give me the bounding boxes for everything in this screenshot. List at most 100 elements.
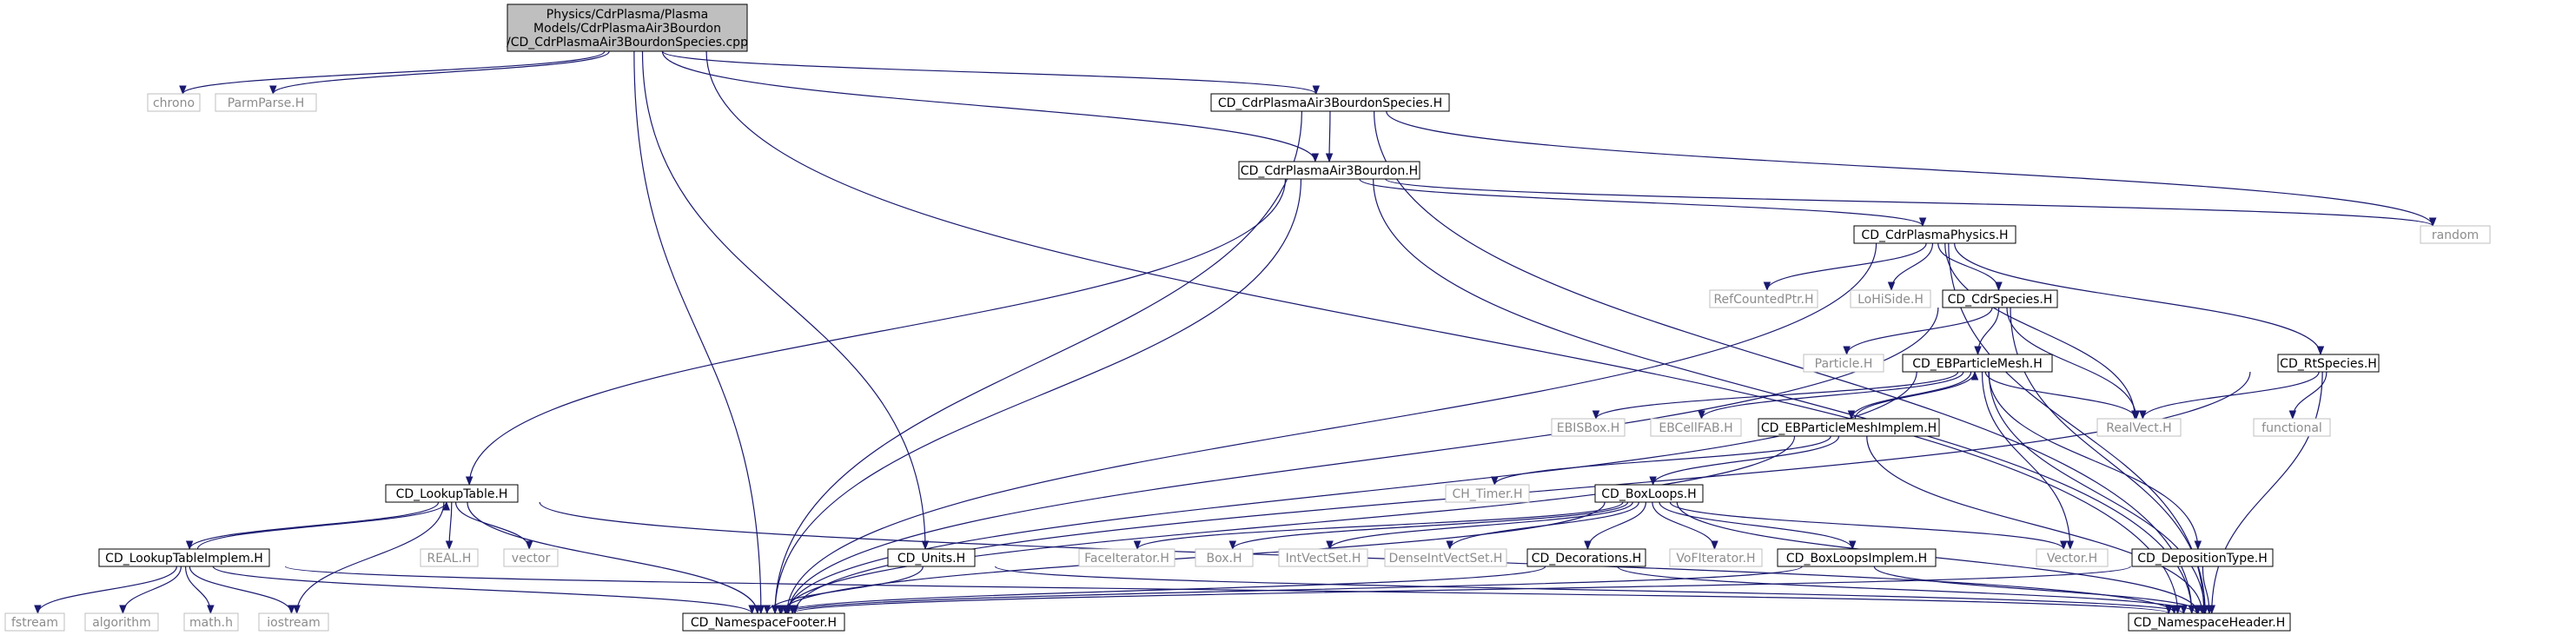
edge-ebpmi-to-nsfooter (781, 435, 1796, 615)
node-label: CD_DepositionType.H (2137, 552, 2268, 566)
node-lookup[interactable]: CD_LookupTable.H (385, 484, 519, 503)
edge-ebpm-to-nsfooter (784, 371, 1917, 615)
node-boxloopsimpl[interactable]: CD_BoxLoopsImplem.H (1777, 548, 1937, 567)
node-label: functional (2261, 421, 2322, 435)
edge-physics_h-to-lohiside (1887, 242, 1934, 292)
node-refcounted: RefCountedPtr.H (1709, 289, 1818, 308)
edge-boxloops-to-intvectset (1326, 501, 1633, 551)
node-nsfooter[interactable]: CD_NamespaceFooter.H (682, 612, 845, 632)
edge-decorations-to-nsheader (1617, 566, 2201, 615)
edge-ebpm-to-realvect (1984, 371, 2140, 420)
edge-boxloops-to-decorations (1584, 501, 1646, 551)
node-label: LoHiSide.H (1858, 293, 1924, 307)
node-box (2420, 225, 2491, 244)
node-physics_h[interactable]: CD_CdrPlasmaPhysics.H (1853, 225, 2016, 244)
node-boxloops[interactable]: CD_BoxLoops.H (1594, 484, 1704, 503)
node-decorations[interactable]: CD_Decorations.H (1526, 548, 1646, 567)
node-box (1650, 418, 1742, 437)
edge-lookup-to-vector (454, 501, 533, 551)
node-box (1551, 418, 1626, 437)
node-parmparse: ParmParse.H (215, 93, 317, 112)
node-species_h[interactable]: CD_CdrPlasmaAir3BourdonSpecies.H (1210, 93, 1450, 112)
edge-physics_h-to-rtspecies (1954, 242, 2325, 356)
edge-lookup-to-nsfooter (467, 501, 762, 615)
node-box (2128, 612, 2291, 632)
node-box (1078, 548, 1175, 567)
node-label: RefCountedPtr.H (1713, 293, 1813, 307)
edge-ebpm-to-vectorh (1981, 371, 2075, 551)
node-label: Particle.H (1815, 357, 1873, 371)
node-realvect: RealVect.H (2096, 418, 2182, 437)
node-label: CD_CdrSpecies.H (1948, 293, 2053, 307)
node-ebpm[interactable]: CD_EBParticleMesh.H (1902, 354, 2053, 373)
node-box (682, 612, 845, 632)
node-label: Vector.H (2047, 552, 2097, 566)
node-units[interactable]: CD_Units.H (887, 548, 976, 567)
edge-boxloops-to-faceiter (1133, 501, 1624, 551)
edge-ebpm-to-ebpmi (1847, 371, 1972, 420)
node-label: CD_CdrPlasmaAir3Bourdon.H (1241, 164, 1418, 178)
node-box (385, 484, 519, 503)
node-denseivs: DenseIntVectSet.H (1384, 548, 1507, 567)
node-label: CD_LookupTable.H (396, 487, 508, 501)
edge-physics_h-to-realvect (1944, 242, 2139, 420)
node-rtspecies[interactable]: CD_RtSpecies.H (2277, 354, 2380, 373)
node-box (2036, 548, 2109, 567)
edge-boxloopsimpl-to-nsheader (1873, 566, 2207, 615)
node-box (1445, 484, 1530, 503)
node-label: Models/CdrPlasmaAir3Bourdon (533, 22, 721, 36)
edge-species_h-to-nsfooter (771, 110, 1302, 615)
node-label: ParmParse.H (228, 96, 305, 110)
edge-deposition-to-nsfooter (789, 566, 2131, 615)
edge-lookupimpl-to-fstream (34, 566, 177, 615)
node-box (1238, 161, 1420, 180)
edge-physics_h-to-refcounted (1763, 242, 1927, 292)
node-box (183, 612, 239, 632)
edge-ebpm-to-ebcellfab (1698, 371, 1964, 420)
edge-cdrspecies-to-particle (1843, 307, 1993, 356)
node-box (1853, 225, 2016, 244)
edge-physics_h-to-nsheader (1948, 242, 2208, 615)
node-bourdon_h[interactable]: CD_CdrPlasmaAir3Bourdon.H (1238, 161, 1420, 180)
node-cdrspecies[interactable]: CD_CdrSpecies.H (1942, 289, 2058, 308)
node-label: EBISBox.H (1557, 421, 1619, 435)
node-label: CD_CdrPlasmaPhysics.H (1861, 228, 2008, 242)
node-nsheader[interactable]: CD_NamespaceHeader.H (2128, 612, 2291, 632)
node-functional: functional (2253, 418, 2331, 437)
edge-lookup-to-lookupimpl (185, 501, 440, 551)
node-iostream: iostream (258, 612, 329, 632)
edge-boxloops-to-boxloopsimpl (1659, 501, 1857, 551)
node-box (1709, 289, 1818, 308)
node-label: RealVect.H (2106, 421, 2171, 435)
edge-species_h-to-nsheader (1374, 110, 2196, 615)
node-ebpmi[interactable]: CD_EBParticleMeshImplem.H (1758, 418, 1940, 437)
node-box (1278, 548, 1368, 567)
edge-boxloops-to-vectorh (1669, 501, 2068, 551)
node-root[interactable]: Physics/CdrPlasma/PlasmaModels/CdrPlasma… (507, 3, 748, 52)
node-box (1902, 354, 2053, 373)
edge-lookupimpl-to-iostream (189, 566, 295, 615)
edge-root-to-species_h (661, 50, 1320, 96)
edge-boxloopsimpl-to-nsfooter (782, 566, 1803, 615)
node-algorithm: algorithm (84, 612, 159, 632)
node-box (1526, 548, 1646, 567)
node-deposition[interactable]: CD_DepositionType.H (2131, 548, 2274, 567)
node-box (1669, 548, 1763, 567)
edge-root-to-parmparse (269, 50, 610, 96)
node-box (215, 93, 317, 112)
node-box (507, 3, 748, 52)
node-box (1803, 354, 1884, 373)
edge-deposition-to-nsheader (2202, 566, 2214, 615)
node-label: Box.H (1206, 552, 1242, 566)
edge-boxloops-to-box (1228, 501, 1629, 551)
node-label: CD_Decorations.H (1532, 552, 1642, 566)
node-random: random (2420, 225, 2491, 244)
edge-ebpmi-to-chtimer (1491, 435, 1831, 486)
edge-ebpm-to-nsheader (1988, 371, 2208, 615)
edge-root-to-nsheader (705, 50, 2182, 615)
node-lookupimpl[interactable]: CD_LookupTableImplem.H (98, 548, 270, 567)
edge-ebpm-to-deposition (1988, 371, 2202, 551)
node-box (1195, 548, 1254, 567)
edge-lookupimpl-to-nsfooter (212, 566, 756, 615)
node-label: CH_Timer.H (1452, 487, 1522, 501)
